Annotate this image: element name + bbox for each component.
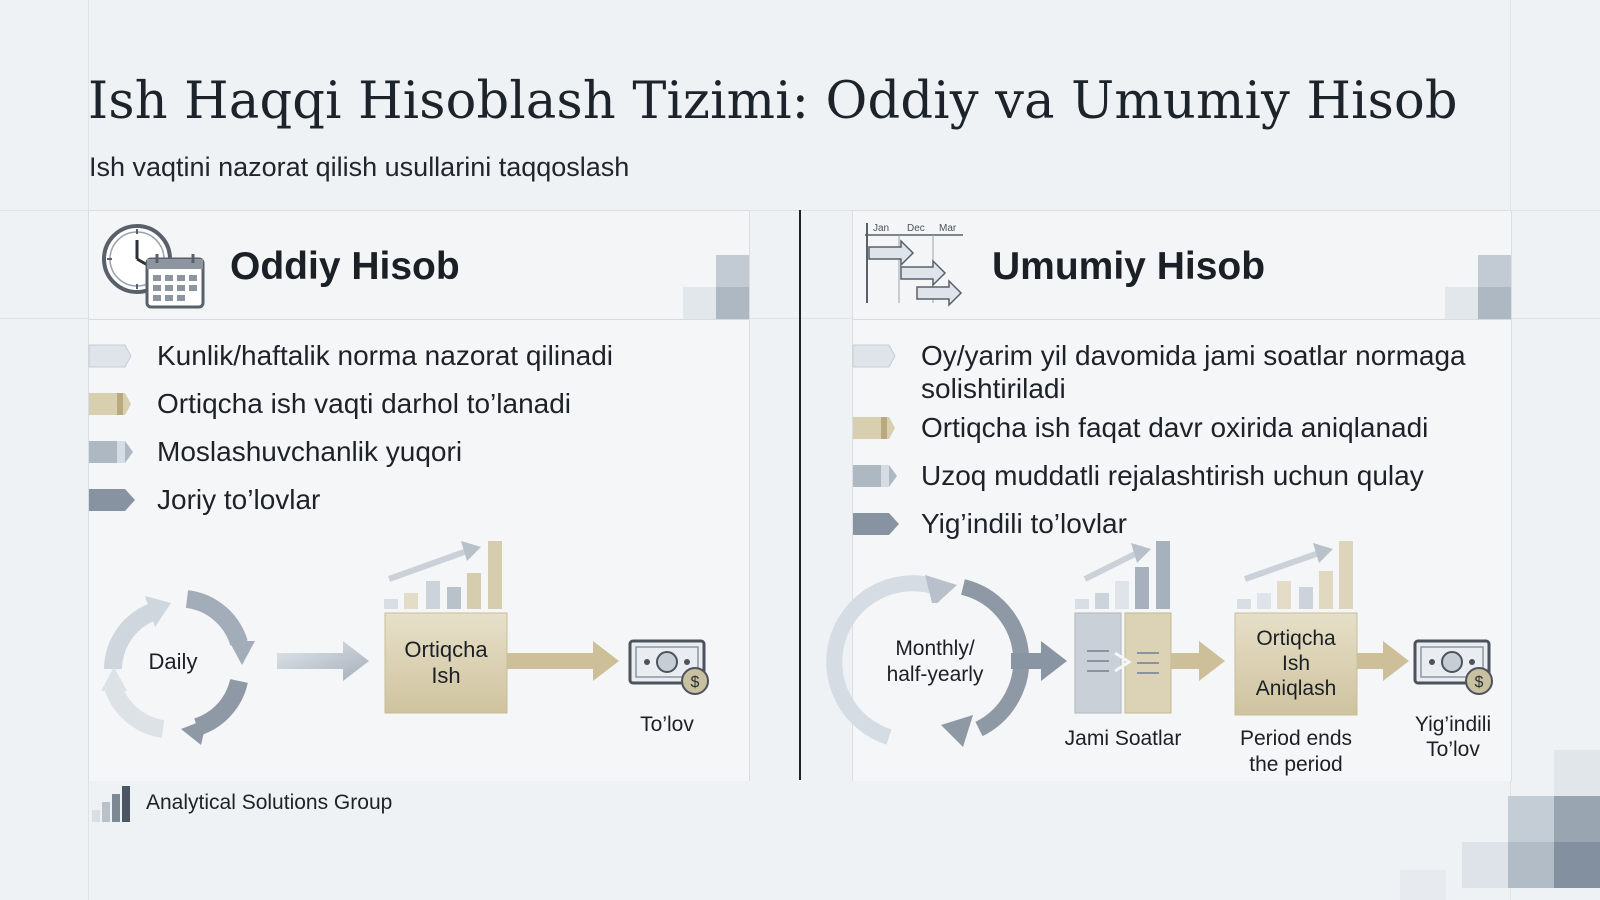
- bar-logo-icon: [92, 786, 130, 822]
- left-process-diagram: Daily Ortiqcha Ish $ To’lov: [101, 541, 709, 745]
- right-bullet-list: Oy/yarim yil davomida jami soatlar norma…: [852, 339, 1493, 540]
- flow-arrow: [507, 641, 619, 681]
- clock-calendar-icon: [102, 224, 205, 309]
- bullet-text: Oy/yarim yil davomida jami soatlar norma…: [921, 340, 1466, 404]
- flow-arrow: [1171, 641, 1225, 681]
- list-item: Oy/yarim yil davomida jami soatlar norma…: [852, 339, 1493, 405]
- right-panel-title: Umumiy Hisob: [992, 245, 1266, 288]
- payment-label: To’lov: [1426, 738, 1480, 761]
- page-subtitle: Ish vaqtini nazorat qilish usullarini ta…: [89, 152, 630, 182]
- payment-label: To’lov: [640, 713, 694, 736]
- flow-arrow: [1357, 641, 1409, 681]
- growth-bars-icon: [1075, 541, 1170, 609]
- bullet-text: Uzoq muddatli rejalashtirish uchun qulay: [921, 460, 1424, 491]
- overtime-box: [384, 612, 508, 714]
- panel-divider: [799, 210, 801, 780]
- chevron-marker-icon: [88, 344, 132, 368]
- list-item: Kunlik/haftalik norma nazorat qilinadi: [88, 339, 614, 372]
- overtime-box-label: Ortiqcha: [404, 637, 488, 662]
- total-hours-icon: [1074, 612, 1172, 714]
- bullet-text: Moslashuvchanlik yuqori: [157, 436, 463, 467]
- payment-label: Yig’indili: [1415, 713, 1491, 736]
- corner-decoration: [1400, 750, 1600, 900]
- cycle-label: Monthly/: [895, 637, 975, 660]
- left-panel: Oddiy Hisob Kunlik/haftalik norma nazora…: [88, 210, 750, 781]
- bullet-text: Joriy to’lovlar: [157, 484, 321, 515]
- overtime-box-label: Ish: [431, 663, 460, 688]
- overtime-detection-box: [1234, 612, 1358, 716]
- cycle-label: Daily: [149, 649, 198, 674]
- svg-text:Mar: Mar: [939, 223, 957, 234]
- overtime-box-label: Aniqlash: [1256, 677, 1337, 700]
- chevron-marker-icon: [852, 344, 896, 368]
- overtime-box-label: Ish: [1282, 652, 1310, 675]
- period-label: the period: [1249, 753, 1342, 776]
- right-panel-header: Jan Dec Mar Umumiy Hisob: [853, 211, 1511, 320]
- right-panel: Jan Dec Mar Umumiy Hisob Oy/yarim yil da…: [826, 210, 1512, 781]
- left-panel-header: Oddiy Hisob: [89, 211, 749, 320]
- cycle-arrows-icon: [826, 575, 1030, 745]
- footer-org-name: Analytical Solutions Group: [146, 791, 393, 814]
- left-bullet-list: Kunlik/haftalik norma nazorat qilinadi O…: [88, 339, 614, 516]
- flow-arrow: [277, 641, 369, 681]
- bullet-text: Ortiqcha ish vaqti darhol to’lanadi: [157, 388, 572, 419]
- period-label: Period ends: [1240, 727, 1352, 750]
- growth-bars-icon: [384, 541, 502, 609]
- flow-arrow: [1011, 641, 1067, 681]
- list-item: Moslashuvchanlik yuqori: [89, 435, 613, 468]
- corner-decoration: [1445, 255, 1511, 319]
- svg-text:$: $: [1475, 674, 1484, 691]
- chevron-marker-icon: [89, 441, 133, 463]
- list-item: Ortiqcha ish vaqti darhol to’lanadi: [89, 387, 613, 420]
- chevron-marker-icon: [853, 417, 895, 439]
- list-item: Yig’indili to’lovlar: [853, 507, 1493, 540]
- svg-text:$: $: [691, 674, 700, 691]
- bullet-text: Kunlik/haftalik norma nazorat qilinadi: [157, 340, 614, 371]
- list-item: Ortiqcha ish faqat davr oxirida aniqlana…: [853, 411, 1493, 444]
- list-item: Joriy to’lovlar: [89, 483, 613, 516]
- chevron-marker-icon: [853, 465, 897, 487]
- bullet-text: Yig’indili to’lovlar: [921, 508, 1127, 539]
- bullet-text: Ortiqcha ish faqat davr oxirida aniqlana…: [921, 412, 1429, 443]
- cycle-label: half-yearly: [887, 663, 984, 686]
- total-hours-label: Jami Soatlar: [1065, 727, 1182, 750]
- left-panel-title: Oddiy Hisob: [230, 245, 460, 288]
- svg-text:Dec: Dec: [907, 223, 925, 234]
- overtime-box-label: Ortiqcha: [1256, 627, 1336, 650]
- right-process-diagram: Monthly/ half-yearly Jami Soatlar: [826, 541, 1493, 776]
- svg-text:Jan: Jan: [873, 223, 889, 234]
- gantt-chart-icon: Jan Dec Mar: [865, 223, 963, 307]
- list-item: Uzoq muddatli rejalashtirish uchun qulay: [853, 459, 1493, 492]
- growth-bars-icon: [1237, 541, 1353, 609]
- page-title: Ish Haqqi Hisoblash Tizimi: Oddiy va Umu…: [88, 72, 1458, 131]
- chevron-marker-icon: [89, 489, 135, 511]
- corner-decoration: [683, 255, 749, 319]
- money-icon: $: [1413, 639, 1493, 695]
- chevron-marker-icon: [89, 393, 131, 415]
- money-icon: $: [628, 639, 709, 695]
- chevron-marker-icon: [853, 513, 899, 535]
